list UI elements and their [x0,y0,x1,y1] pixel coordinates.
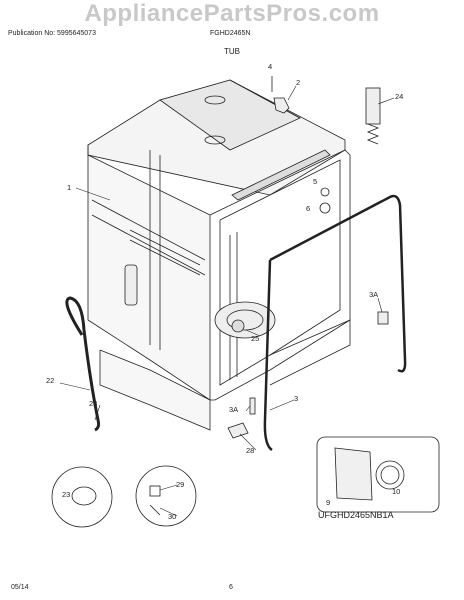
callout-5: 5 [313,177,318,186]
callout-6: 6 [306,204,311,213]
callout-3a-lower: 3A [229,405,239,414]
section-title: TUB [224,47,240,56]
figure-id: UFGHD2465NB1A [318,510,394,520]
callout-3a-right: 3A [369,290,379,299]
callout-22: 22 [46,376,55,385]
callout-10: 10 [392,487,401,496]
page-number: 6 [229,584,233,591]
callout-9: 9 [326,498,331,507]
door-gasket [263,194,407,452]
model-number: FGHD2465N [210,30,251,37]
callout-23-main: 23 [89,399,98,408]
callout-25: 25 [251,334,260,343]
callout-28: 28 [246,446,255,455]
callout-23-inset: 23 [62,490,71,499]
small-parts [319,187,331,214]
callout-24: 24 [395,92,404,101]
watermark: AppliancePartsPros.com [84,0,380,27]
leader-lines [59,85,395,517]
clip-part-lower [249,397,256,415]
bracket-part [271,76,290,114]
vent-part [365,87,381,145]
footer-date: 05/14 [11,584,29,591]
callout-30: 30 [168,512,177,521]
callout-2: 2 [296,78,301,87]
inset-module [316,436,440,513]
clip-part-right [377,311,389,325]
callout-1: 1 [67,183,72,192]
inset-detail [135,465,197,527]
publication-number: Publication No: 5995645073 [8,30,96,37]
tub-sump [99,301,351,431]
callout-3: 3 [294,394,299,403]
callout-29: 29 [176,480,185,489]
drain-hose [65,296,101,432]
inset-clamp [51,466,113,528]
callout-4: 4 [268,62,273,71]
tub-left-side [87,145,211,401]
switch-part [227,422,249,439]
